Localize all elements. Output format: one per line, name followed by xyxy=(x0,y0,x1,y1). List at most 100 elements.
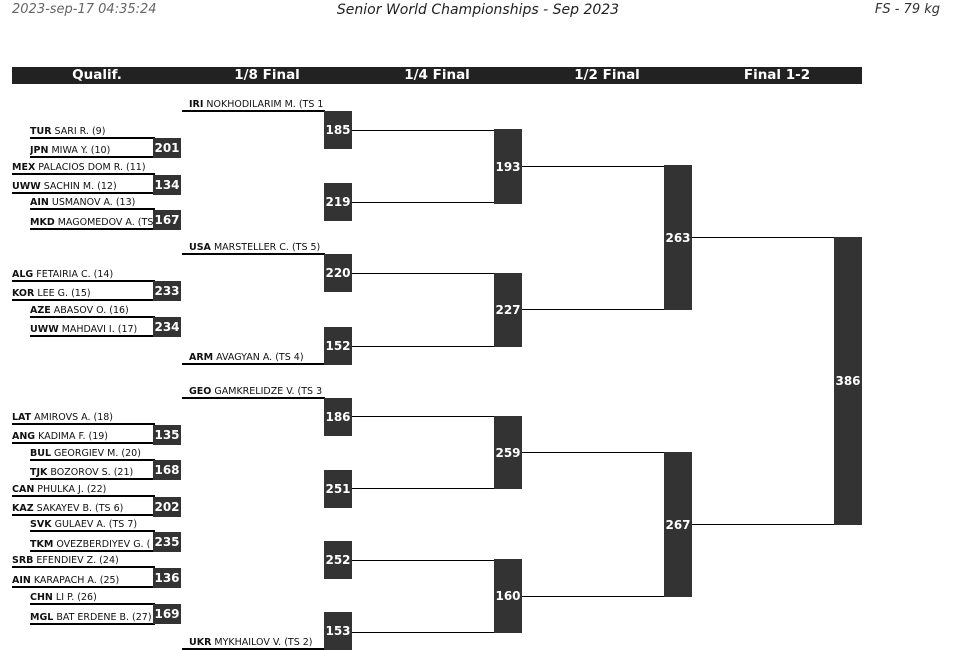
bracket-connector xyxy=(352,560,494,561)
country-code: ANG xyxy=(12,431,36,442)
round-header-final: Final 1-2 xyxy=(743,67,811,83)
bout-number[interactable]: 135 xyxy=(153,425,181,445)
athlete-name: PHULKA J. (22) xyxy=(34,484,107,495)
bout-number[interactable]: 220 xyxy=(324,254,352,292)
bout-number[interactable]: 202 xyxy=(153,497,181,517)
name-underline xyxy=(30,156,155,158)
country-code: TKM xyxy=(30,539,54,550)
athlete-entry: KAZ SAKAYEV B. (TS 6) xyxy=(12,503,123,515)
name-underline xyxy=(30,530,155,532)
athlete-name: MAHDAVI I. (17) xyxy=(58,324,138,335)
bout-number[interactable]: 234 xyxy=(153,317,181,337)
bracket-connector xyxy=(522,166,664,167)
bout-number[interactable]: 263 xyxy=(664,165,692,310)
bout-number[interactable]: 168 xyxy=(153,460,181,480)
bout-number[interactable]: 233 xyxy=(153,281,181,301)
country-code: MGL xyxy=(30,612,54,623)
athlete-entry: UWW MAHDAVI I. (17) xyxy=(30,324,137,336)
bout-number[interactable]: 193 xyxy=(494,129,522,204)
athlete-name: MYKHAILOV V. (TS 2) xyxy=(211,637,313,648)
bout-number[interactable]: 160 xyxy=(494,559,522,633)
bout-number[interactable]: 219 xyxy=(324,183,352,221)
country-code: LAT xyxy=(12,412,32,423)
athlete-entry: ARM AVAGYAN A. (TS 4) xyxy=(189,352,304,364)
print-datetime: 2023-sep-17 04:35:24 xyxy=(12,2,157,17)
athlete-name: AMIROVS A. (18) xyxy=(31,412,114,423)
athlete-entry: MKD MAGOMEDOV A. (TS xyxy=(30,217,153,229)
name-underline xyxy=(30,335,155,337)
country-code: CHN xyxy=(30,592,53,603)
country-code: UWW xyxy=(12,181,41,192)
bout-number[interactable]: 201 xyxy=(153,138,181,158)
athlete-name: AVAGYAN A. (TS 4) xyxy=(213,352,304,363)
athlete-entry: CAN PHULKA J. (22) xyxy=(12,484,106,496)
name-underline xyxy=(30,228,155,230)
bout-number[interactable]: 267 xyxy=(664,452,692,597)
event-title: Senior World Championships - Sep 2023 xyxy=(336,2,620,18)
bout-number[interactable]: 169 xyxy=(153,604,181,624)
bout-number[interactable]: 152 xyxy=(324,327,352,365)
athlete-entry: TKM OVEZBERDIYEV G. ( xyxy=(30,539,150,551)
athlete-entry: LAT AMIROVS A. (18) xyxy=(12,412,113,424)
athlete-entry: SRB EFENDIEV Z. (24) xyxy=(12,555,119,567)
name-underline xyxy=(12,566,155,568)
name-underline xyxy=(12,495,155,497)
bout-number[interactable]: 386 xyxy=(834,237,862,525)
country-code: TJK xyxy=(30,467,48,478)
name-underline xyxy=(182,363,325,365)
athlete-entry: SVK GULAEV A. (TS 7) xyxy=(30,519,137,531)
athlete-name: BAT ERDENE B. (27) xyxy=(53,612,152,623)
name-underline xyxy=(12,280,155,282)
athlete-entry: CHN LI P. (26) xyxy=(30,592,97,604)
athlete-entry: UWW SACHIN M. (12) xyxy=(12,181,117,193)
bout-number[interactable]: 134 xyxy=(153,175,181,195)
bout-number[interactable]: 185 xyxy=(324,111,352,149)
bout-number[interactable]: 251 xyxy=(324,470,352,508)
name-underline xyxy=(12,514,155,516)
bout-number[interactable]: 186 xyxy=(324,398,352,436)
bout-number[interactable]: 227 xyxy=(494,273,522,347)
name-underline xyxy=(30,603,155,605)
athlete-name: MARSTELLER C. (TS 5) xyxy=(210,242,321,253)
bout-number[interactable]: 153 xyxy=(324,612,352,650)
bracket-connector xyxy=(522,596,664,597)
athlete-name: GULAEV A. (TS 7) xyxy=(51,519,138,530)
country-code: AIN xyxy=(30,197,49,208)
bracket-connector xyxy=(352,488,494,489)
bout-number[interactable]: 252 xyxy=(324,541,352,579)
bracket-connector xyxy=(522,309,664,310)
athlete-entry: JPN MIWA Y. (10) xyxy=(30,145,110,157)
round-header-qf: 1/4 Final xyxy=(404,67,470,83)
name-underline xyxy=(12,173,155,175)
country-code: ARM xyxy=(189,352,214,363)
athlete-entry: AIN USMANOV A. (13) xyxy=(30,197,135,209)
bout-number[interactable]: 235 xyxy=(153,532,181,552)
athlete-name: EFENDIEV Z. (24) xyxy=(33,555,119,566)
country-code: SVK xyxy=(30,519,52,530)
name-underline xyxy=(30,208,155,210)
athlete-name: USMANOV A. (13) xyxy=(48,197,136,208)
country-code: UKR xyxy=(189,637,212,648)
bracket-connector xyxy=(352,202,494,203)
athlete-name: LI P. (26) xyxy=(52,592,97,603)
athlete-entry: MEX PALACIOS DOM R. (11) xyxy=(12,162,146,174)
country-code: USA xyxy=(189,242,211,253)
athlete-entry: AIN KARAPACH A. (25) xyxy=(12,575,119,587)
bout-number[interactable]: 167 xyxy=(153,210,181,230)
athlete-entry: GEO GAMKRELIDZE V. (TS 3) xyxy=(189,386,323,398)
athlete-name: GEORGIEV M. (20) xyxy=(51,448,141,459)
name-underline xyxy=(182,110,325,112)
bracket-connector xyxy=(352,346,494,347)
country-code: AZE xyxy=(30,305,51,316)
country-code: UWW xyxy=(30,324,59,335)
country-code: KOR xyxy=(12,288,35,299)
bout-number[interactable]: 259 xyxy=(494,416,522,489)
name-underline xyxy=(12,586,155,588)
bout-number[interactable]: 136 xyxy=(153,568,181,588)
round-header-sf: 1/2 Final xyxy=(574,67,640,83)
athlete-name: LEE G. (15) xyxy=(34,288,91,299)
name-underline xyxy=(30,550,155,552)
name-underline xyxy=(182,253,325,255)
name-underline xyxy=(30,137,155,139)
athlete-name: NOKHODILARIM M. (TS 1) xyxy=(203,99,323,110)
